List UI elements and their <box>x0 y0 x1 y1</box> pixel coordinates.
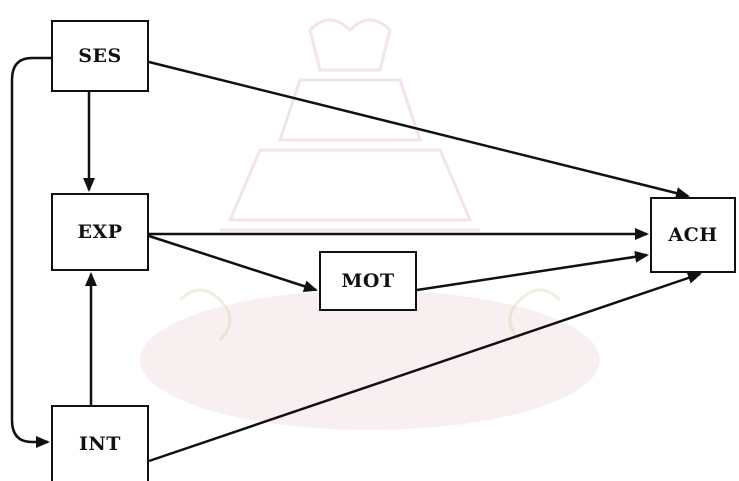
node-int: INT <box>51 405 149 481</box>
node-ach-label: ACH <box>668 224 718 246</box>
edge-mot-ach <box>416 250 649 292</box>
node-ach: ACH <box>650 197 736 273</box>
edge-exp-mot <box>148 234 318 293</box>
node-ses-label: SES <box>78 45 122 67</box>
edge-ses-ach <box>148 60 690 199</box>
edge-ses-int <box>10 56 51 448</box>
node-int-label: INT <box>79 433 121 455</box>
edge-int-ach <box>148 272 702 463</box>
node-exp-label: EXP <box>77 221 123 243</box>
node-exp: EXP <box>51 193 149 271</box>
node-mot: MOT <box>319 251 417 311</box>
node-ses: SES <box>51 20 149 92</box>
node-mot-label: MOT <box>341 270 395 292</box>
